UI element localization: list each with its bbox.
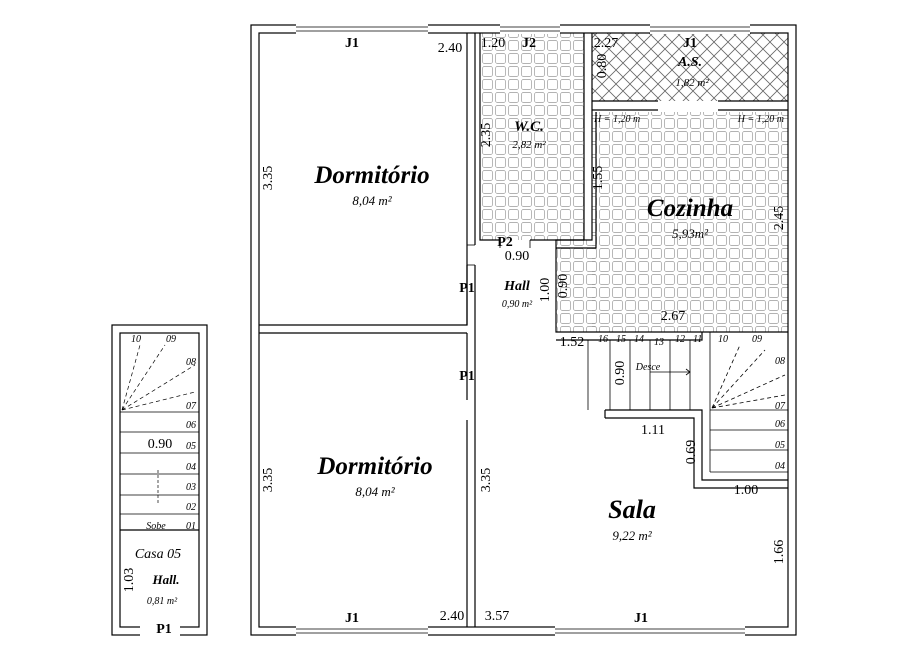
stair-step-11: 11	[693, 334, 702, 345]
windows	[296, 24, 750, 636]
stair-step-10: 10	[718, 334, 728, 345]
window-height-right: H = 1,20 m	[737, 114, 784, 125]
room-name-cozinha: Cozinha	[647, 195, 733, 222]
room-name-dormitorio-bottom: Dormitório	[316, 453, 432, 480]
door-code-p2: P2	[497, 235, 513, 250]
room-area-hall-side: 0,81 m²	[147, 596, 178, 607]
stair-step-13: 13	[654, 337, 664, 348]
dim-152: 1.52	[560, 335, 585, 350]
dim-357: 3.57	[485, 609, 510, 624]
side-step-05: 05	[186, 441, 196, 452]
dim-090-hall: 0.90	[505, 249, 530, 264]
dim-090-side: 0.90	[148, 437, 173, 452]
dim-069: 0.69	[684, 440, 699, 465]
window-height-left: H = 1,20 m	[593, 114, 640, 125]
side-step-01: 01	[186, 521, 196, 532]
dim-100-sala: 1.00	[734, 483, 759, 498]
door-code-p1-top: P1	[459, 281, 475, 296]
dim-227: 2.27	[594, 36, 619, 51]
window-code-j1-top-left: J1	[345, 36, 359, 51]
room-name-as: A.S.	[677, 55, 702, 70]
room-area-cozinha: 5,93m²	[672, 226, 709, 241]
room-area-sala: 9,22 m²	[612, 528, 652, 543]
room-name-hall: Hall	[503, 279, 530, 294]
stair-step-04: 04	[775, 461, 785, 472]
window-code-j1-bottom-left: J1	[345, 611, 359, 626]
window-code-j1-sala: J1	[634, 611, 648, 626]
dim-335-bottom-left: 3.35	[261, 468, 276, 493]
wc-floor-tiles	[480, 33, 584, 240]
stair-step-16: 16	[598, 334, 608, 345]
dim-080: 0.80	[595, 54, 610, 79]
side-step-10: 10	[131, 334, 141, 345]
room-name-dormitorio-top: Dormitório	[313, 162, 429, 189]
side-stair-numbers: 10 09 08 07 06 05 04 03 02 01 Sobe	[131, 334, 197, 532]
dim-166: 1.66	[772, 540, 787, 565]
dim-245: 2.45	[772, 206, 787, 231]
stair-step-07: 07	[775, 401, 786, 412]
stair-step-15: 15	[616, 334, 626, 345]
stair-step-09: 09	[752, 334, 762, 345]
house-title: Casa 05	[135, 547, 181, 562]
kitchen-floor-tiles-lower	[556, 240, 596, 332]
side-step-07: 07	[186, 401, 197, 412]
side-step-04: 04	[186, 462, 196, 473]
dim-155: 1.55	[591, 166, 606, 191]
side-stair-sobe-label: Sobe	[146, 521, 166, 532]
dim-240-bottom: 2.40	[440, 609, 465, 624]
stair-step-08: 08	[775, 356, 785, 367]
window-code-j2: J2	[522, 36, 536, 51]
interior-walls	[259, 33, 788, 627]
room-name-sala: Sala	[608, 495, 656, 524]
as-floor-hatch	[592, 33, 788, 101]
stair-desce-label: Desce	[635, 362, 661, 373]
room-area-as: 1,82 m²	[675, 77, 709, 89]
room-name-wc: W.C.	[514, 119, 544, 135]
room-area-hall: 0,90 m²	[502, 299, 533, 310]
side-step-09: 09	[166, 334, 176, 345]
side-stair	[120, 344, 199, 515]
dim-240-top: 2.40	[438, 41, 463, 56]
dim-090-vertical: 0.90	[556, 274, 571, 299]
doors	[467, 240, 531, 266]
kitchen-floor-tiles	[592, 112, 788, 332]
main-stair-numbers: 16 15 14 13 12 11 10 09 08 07 06 05 04 D…	[598, 334, 786, 472]
window-code-j1-as: J1	[683, 36, 697, 51]
stair-step-14: 14	[634, 334, 644, 345]
door-code-p1-side: P1	[156, 622, 172, 637]
side-step-02: 02	[186, 502, 196, 513]
dim-335-bottom-right: 3.35	[479, 468, 494, 493]
dim-100-hall: 1.00	[538, 278, 553, 303]
dim-120: 1.20	[481, 36, 506, 51]
dim-335-top: 3.35	[261, 166, 276, 191]
dim-235: 2.35	[479, 123, 494, 148]
stair-step-06: 06	[775, 419, 785, 430]
dim-103: 1.03	[122, 568, 137, 593]
room-area-dormitorio-bottom: 8,04 m²	[355, 484, 395, 499]
room-area-dormitorio-top: 8,04 m²	[352, 193, 392, 208]
side-step-06: 06	[186, 420, 196, 431]
dim-267: 2.67	[661, 309, 686, 324]
room-area-wc: 2,82 m²	[512, 139, 546, 151]
dim-111: 1.11	[641, 423, 665, 438]
stair-step-05: 05	[775, 440, 785, 451]
stair-step-12: 12	[675, 334, 685, 345]
dim-090-stair: 0.90	[613, 361, 628, 386]
main-stair	[587, 332, 788, 473]
side-step-03: 03	[186, 482, 196, 493]
room-name-hall-side: Hall.	[151, 572, 179, 587]
side-step-08: 08	[186, 357, 196, 368]
door-code-p1-bottom: P1	[459, 369, 475, 384]
